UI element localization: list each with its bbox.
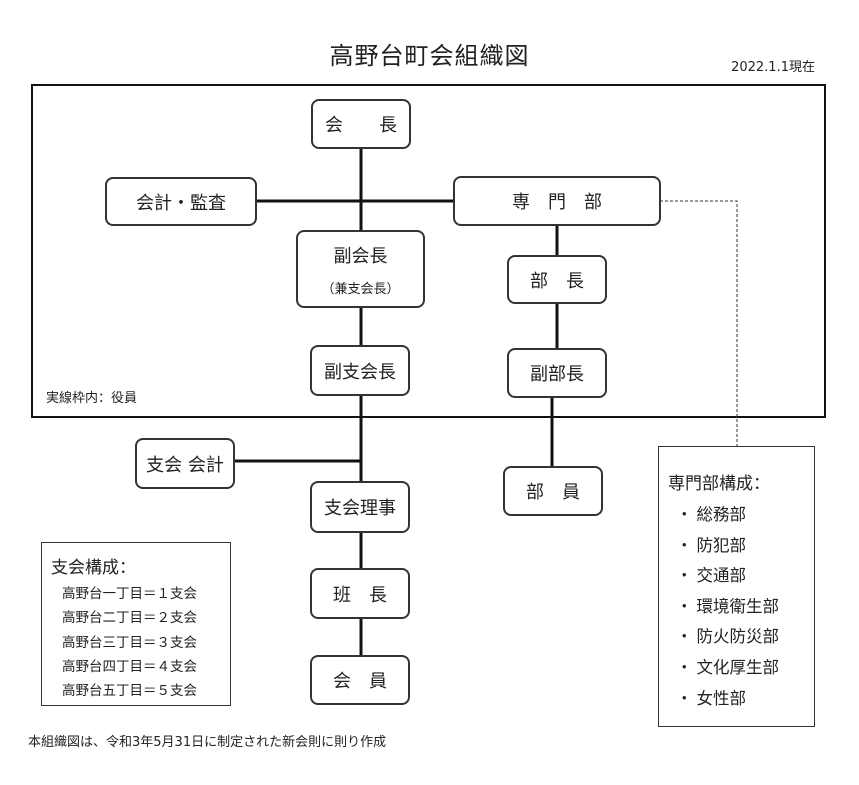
dept-composition-item: 女性部 <box>668 684 814 715</box>
node-vice-president: 副会長 （兼支会長） <box>296 230 425 308</box>
dept-composition-list: 総務部 防犯部 交通部 環境衛生部 防火防災部 文化厚生部 女性部 <box>668 500 814 714</box>
node-vice-dept-head: 副部長 <box>507 348 607 398</box>
node-vice-president-label: 副会長 <box>333 245 388 267</box>
date-label: 2022.1.1現在 <box>731 60 815 75</box>
node-accounting-audit: 会計・監査 <box>105 177 257 226</box>
officers-legend-note: 実線枠内：役員 <box>46 391 138 406</box>
dept-composition-item: 防火防災部 <box>668 622 814 653</box>
branch-composition-list: 高野台一丁目＝１支会 高野台二丁目＝２支会 高野台三丁目＝３支会 高野台四丁目＝… <box>51 582 230 703</box>
node-dept-head: 部 長 <box>507 255 607 304</box>
node-group-leader: 班 長 <box>310 568 410 619</box>
dept-composition-heading: 専門部構成： <box>668 474 770 494</box>
node-member-label: 会 員 <box>333 671 387 692</box>
branch-composition-item: 高野台三丁目＝３支会 <box>62 634 197 651</box>
node-dept-head-label: 部 長 <box>530 270 584 292</box>
node-branch-accountant-label: 支会 会計 <box>146 454 224 476</box>
officers-frame <box>31 84 826 418</box>
node-special-dept: 専 門 部 <box>453 176 661 226</box>
branch-composition-panel: 支会構成： 高野台一丁目＝１支会 高野台二丁目＝２支会 高野台三丁目＝３支会 高… <box>41 542 231 706</box>
node-group-leader-label: 班 長 <box>333 584 387 606</box>
node-vice-branch-head-label: 副支会長 <box>324 361 396 383</box>
dept-composition-item: 防犯部 <box>668 531 814 562</box>
node-branch-director-label: 支会理事 <box>324 498 396 519</box>
dept-composition-panel: 専門部構成： 総務部 防犯部 交通部 環境衛生部 防火防災部 文化厚生部 女性部 <box>658 446 815 727</box>
connector-special-dept-dashed <box>660 200 738 447</box>
node-dept-member: 部 員 <box>503 466 603 516</box>
node-special-dept-label: 専 門 部 <box>512 192 602 213</box>
dept-composition-item: 総務部 <box>668 500 814 531</box>
branch-composition-item: 高野台二丁目＝２支会 <box>62 610 197 627</box>
node-vice-president-sublabel: （兼支会長） <box>321 281 400 297</box>
node-president: 会 長 <box>311 99 411 149</box>
node-vice-dept-head-label: 副部長 <box>530 364 584 385</box>
chart-title: 高野台町会組織図 <box>329 42 530 70</box>
node-branch-director: 支会理事 <box>310 481 410 533</box>
dept-composition-item: 環境衛生部 <box>668 592 814 623</box>
node-member: 会 員 <box>310 655 410 705</box>
dept-composition-item: 交通部 <box>668 561 814 592</box>
node-dept-member-label: 部 員 <box>526 482 580 503</box>
node-branch-accountant: 支会 会計 <box>135 438 235 489</box>
branch-composition-item: 高野台一丁目＝１支会 <box>62 586 197 602</box>
node-vice-branch-head: 副支会長 <box>310 345 410 396</box>
dept-composition-item: 文化厚生部 <box>668 653 814 684</box>
branch-composition-heading: 支会構成： <box>51 558 136 578</box>
branch-composition-item: 高野台四丁目＝４支会 <box>62 658 197 675</box>
node-president-label: 会 長 <box>325 115 397 136</box>
node-accounting-audit-label: 会計・監査 <box>136 192 226 214</box>
footer-note: 本組織図は、令和3年5月31日に制定された新会則に則り作成 <box>28 735 387 750</box>
branch-composition-item: 高野台五丁目＝５支会 <box>62 683 197 700</box>
